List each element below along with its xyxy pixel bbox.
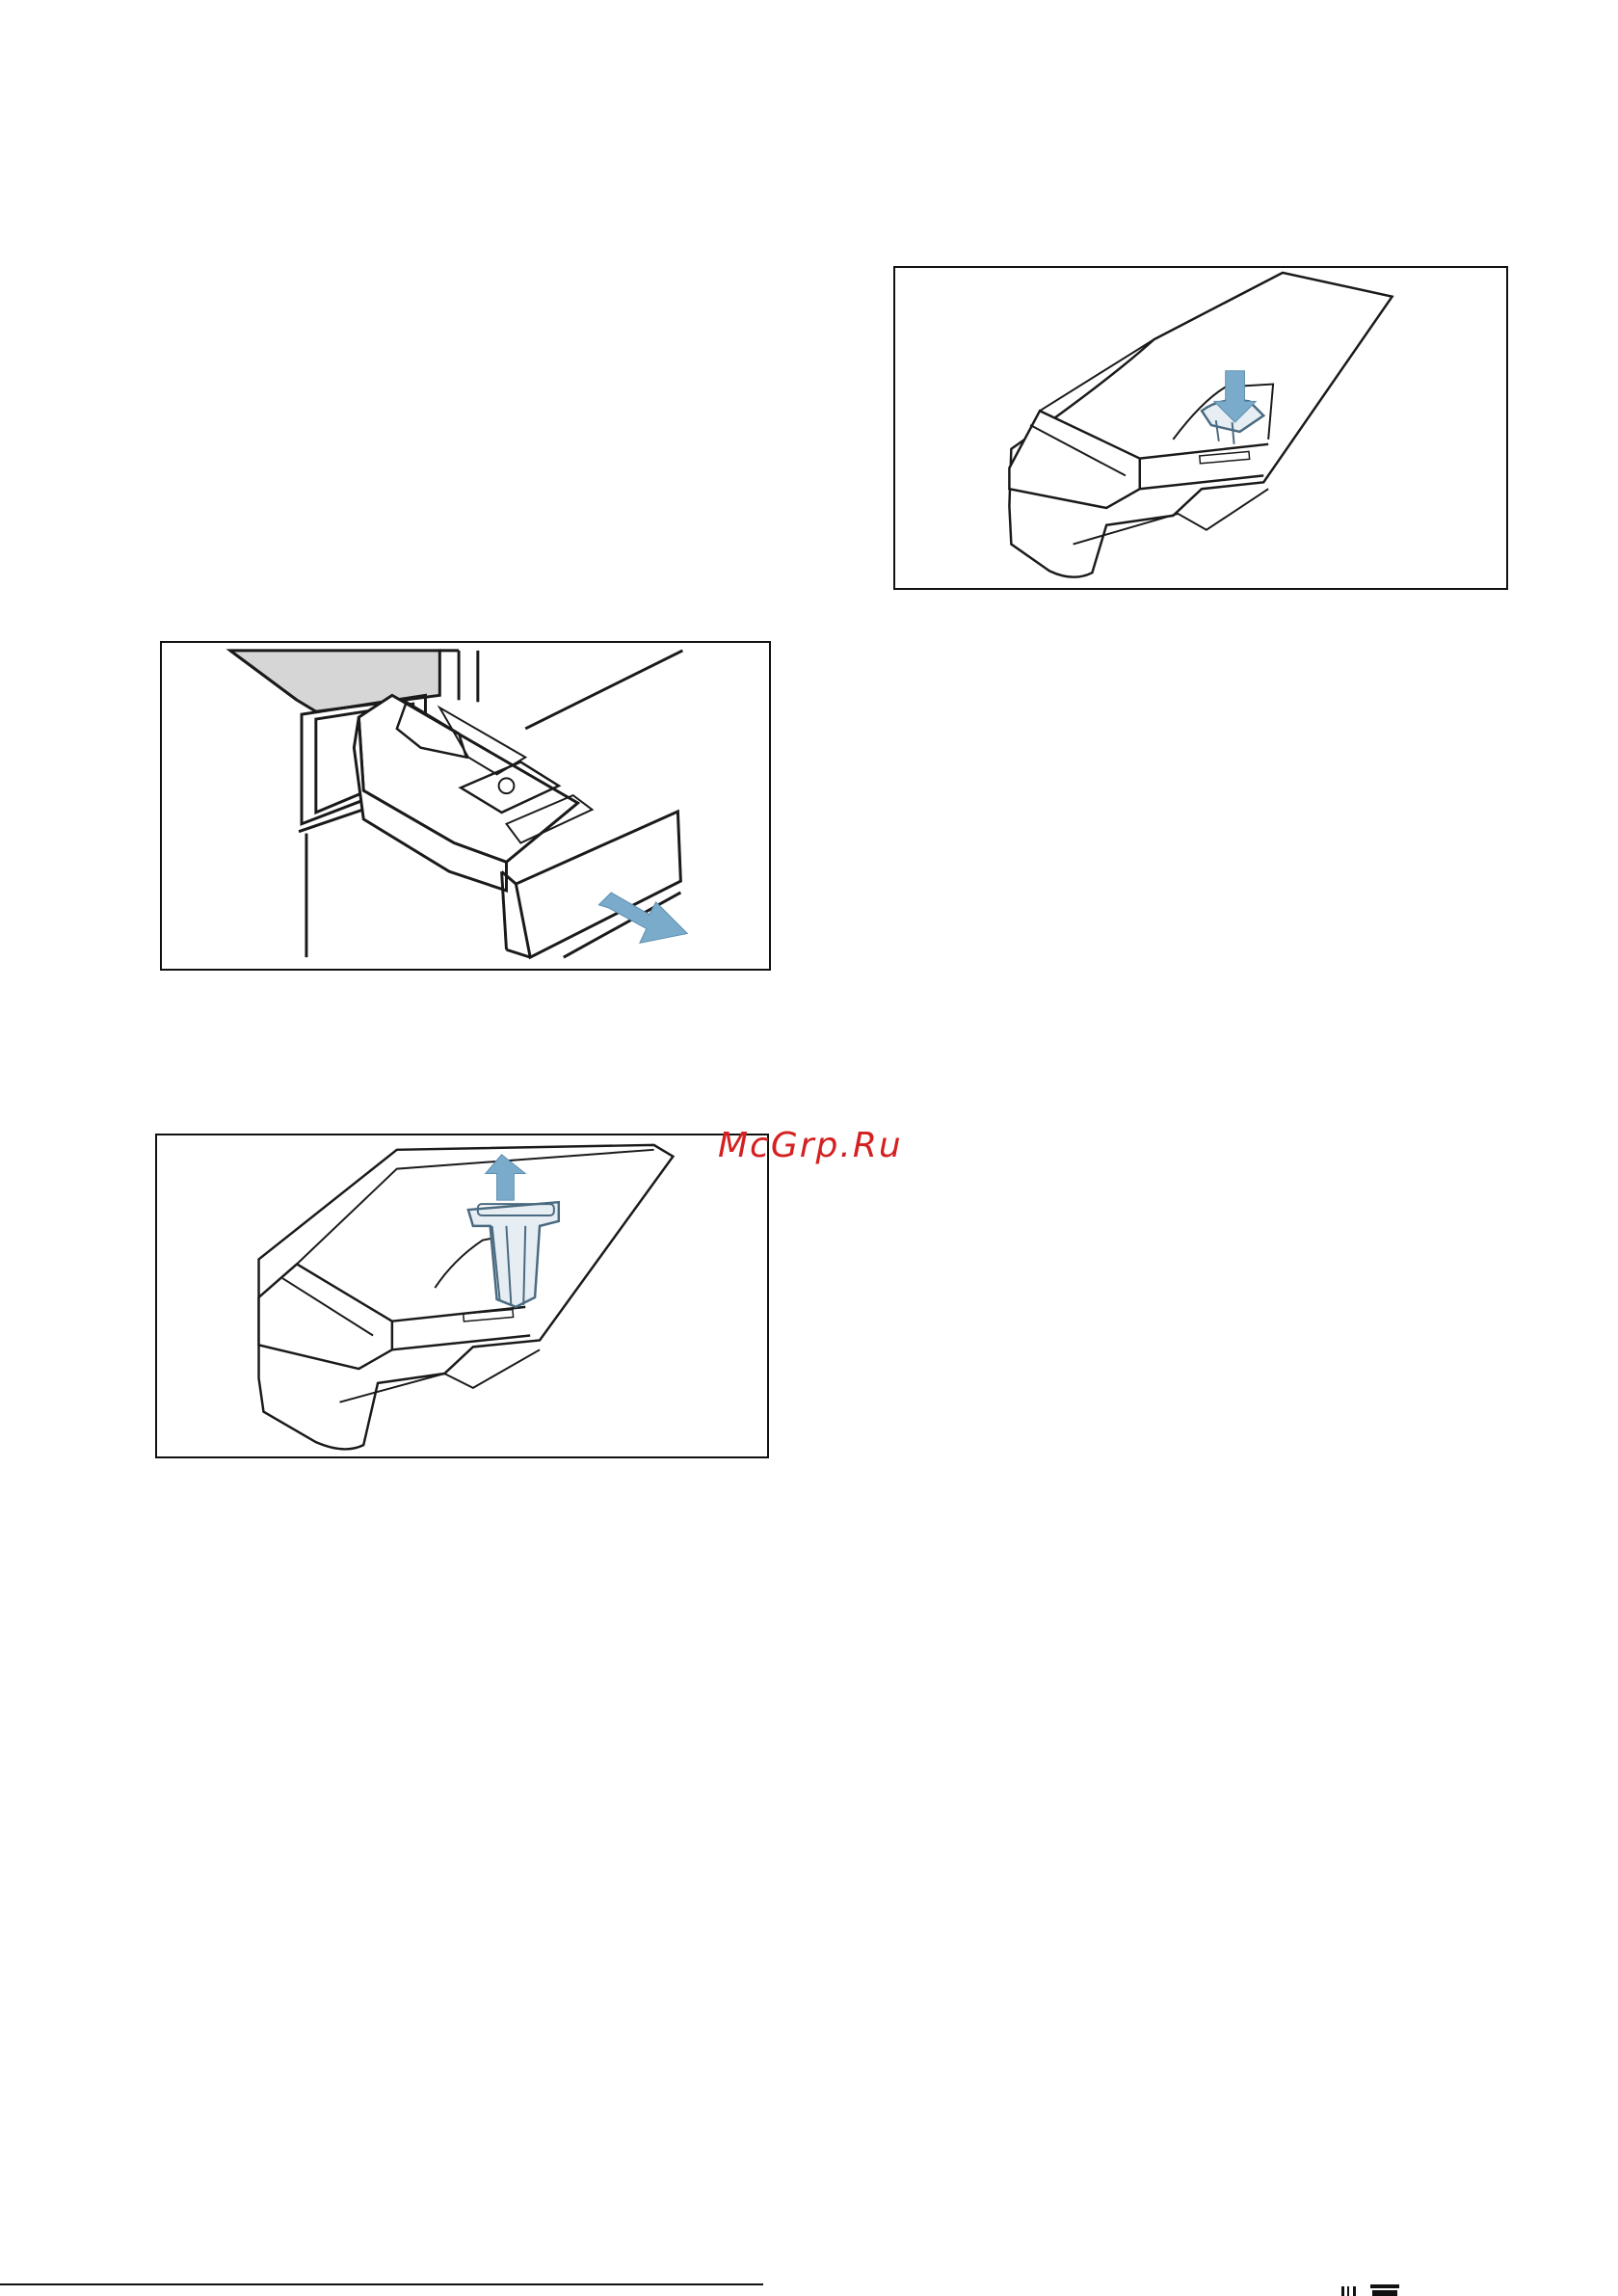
siphon-insert-removal-illustration [155, 1134, 769, 1458]
insert-down-illustration-svg [895, 268, 1506, 588]
drawer-illustration-svg [162, 643, 769, 969]
insert-up-illustration-svg [157, 1135, 767, 1456]
siphon-insert-reinstall-illustration [893, 266, 1508, 590]
watermark-text: McGrp.Ru [718, 1126, 903, 1165]
footer-barcode-icon [1341, 2284, 1428, 2296]
footer-rule [0, 2283, 763, 2285]
drawer-pull-out-illustration [160, 641, 771, 971]
